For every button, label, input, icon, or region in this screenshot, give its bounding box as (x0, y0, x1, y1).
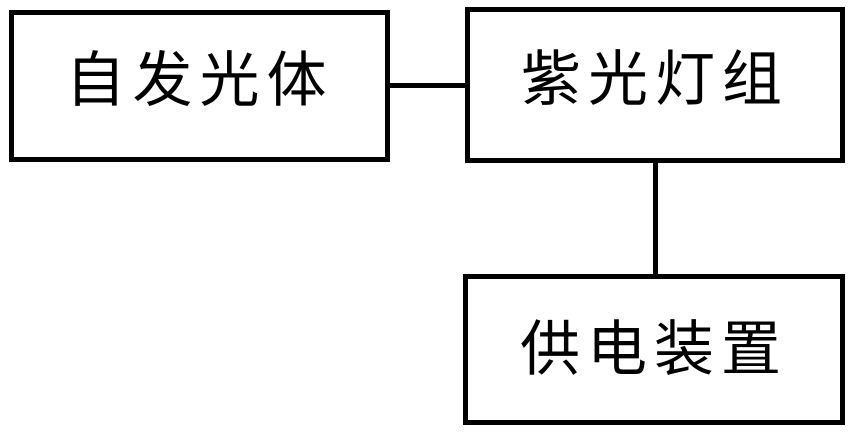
node-purple-lamp-group: 紫光灯组 (465, 7, 845, 163)
node-power-supply-device-label: 供电装置 (520, 316, 788, 383)
node-self-luminous-body-label: 自发光体 (65, 48, 334, 114)
node-power-supply-device: 供电装置 (463, 274, 845, 425)
connector-purplelamp-to-powersupply (653, 161, 658, 275)
connector-selfluminous-to-purplelamp (388, 83, 466, 88)
node-purple-lamp-group-label: 紫光灯组 (521, 47, 789, 113)
node-self-luminous-body: 自发光体 (9, 10, 390, 162)
